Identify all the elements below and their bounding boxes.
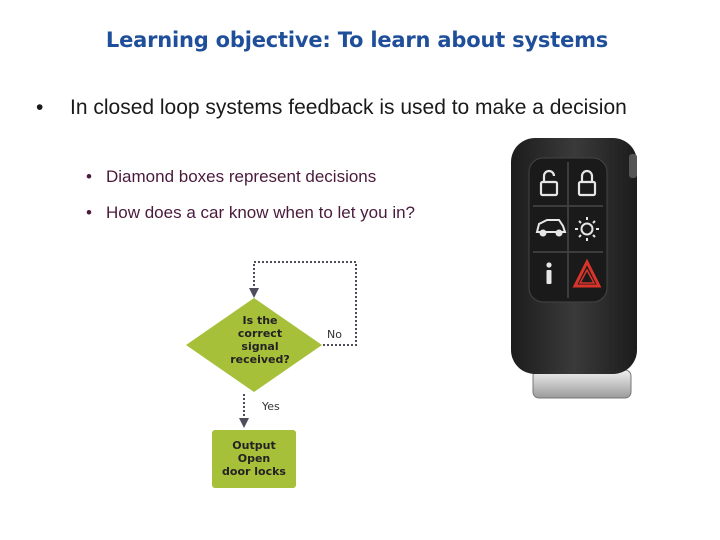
output-box [212, 430, 296, 488]
hazard-icon [572, 258, 602, 288]
car-key-fob-graphic [511, 138, 637, 399]
main-bullet: • In closed loop systems feedback is use… [36, 94, 646, 121]
slide-title: Learning objective: To learn about syste… [105, 28, 609, 52]
sub-bullet-text: Diamond boxes represent decisions [106, 167, 377, 186]
car-trunk-icon [535, 219, 567, 237]
main-bullet-text: In closed loop systems feedback is used … [70, 96, 627, 119]
output-text: Output Open door locks [222, 439, 286, 478]
arrow-down-icon [239, 418, 249, 428]
bullet-dot: • [86, 203, 92, 222]
bullet-dot: • [36, 96, 44, 119]
sub-bullet-2: • How does a car know when to let you in? [86, 203, 415, 223]
arrow-down-icon [249, 288, 259, 298]
fob-side-button [629, 154, 637, 178]
feedback-loop-line [253, 261, 357, 346]
lock-icon [577, 169, 597, 197]
no-label: No [327, 328, 342, 341]
yes-label: Yes [262, 400, 280, 413]
car-key-fob [505, 132, 645, 409]
info-icon [546, 262, 552, 284]
sub-bullet-text: How does a car know when to let you in? [106, 203, 416, 222]
key-blade [532, 369, 632, 399]
bullet-dot: • [86, 167, 92, 186]
decision-text: Is the correct signal received? [230, 314, 290, 366]
flowchart-graphic [186, 261, 357, 488]
light-icon [575, 217, 599, 241]
decision-diamond [186, 298, 322, 392]
unlock-icon [539, 169, 559, 197]
sub-bullet-1: • Diamond boxes represent decisions [86, 167, 376, 187]
flowchart: Is the correct signal received? No Yes O… [180, 248, 380, 498]
